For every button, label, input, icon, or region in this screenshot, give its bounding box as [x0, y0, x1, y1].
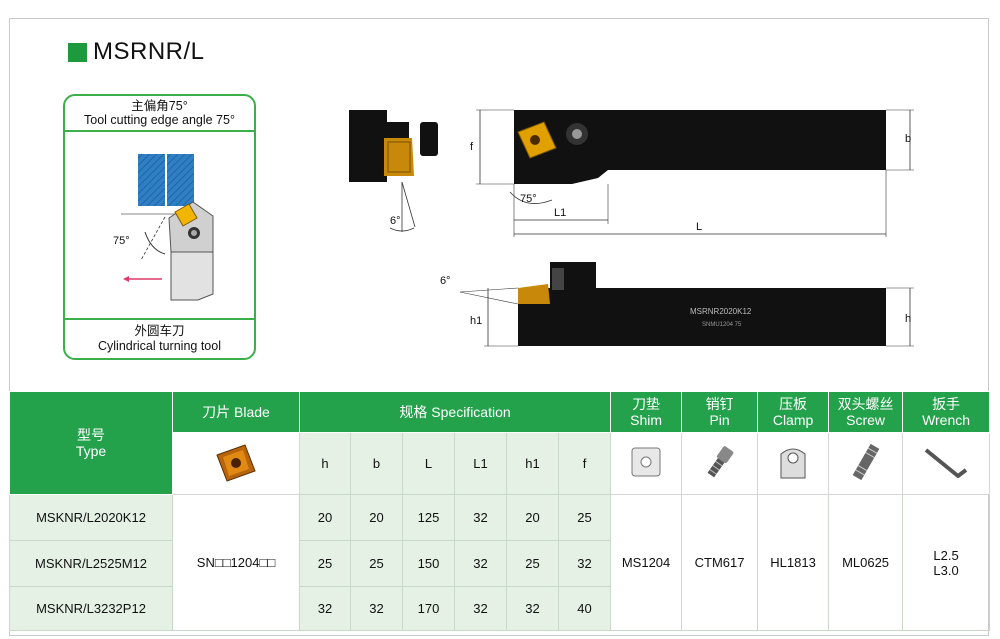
product-title-text: MSRNR/L — [93, 38, 205, 65]
side-view-angle: 6° — [440, 275, 451, 287]
dim-f: f — [470, 141, 474, 153]
dim-h: h — [905, 313, 911, 325]
wrench-code: L2.5 L3.0 — [902, 494, 991, 631]
row-2-L1: 32 — [454, 540, 507, 587]
row-1-f: 25 — [557, 494, 612, 541]
row-3-L1: 32 — [454, 586, 507, 631]
tool-type-cn: 外圆车刀 — [134, 324, 185, 338]
dim-h1: h1 — [470, 315, 482, 327]
spec-col-L1: L1 — [454, 432, 507, 495]
row-2-f: 32 — [557, 540, 612, 587]
row-2-b: 25 — [350, 540, 403, 587]
shim-icon — [610, 432, 683, 495]
row-2-L: 150 — [402, 540, 455, 587]
pin-icon — [681, 432, 759, 495]
title-marker — [68, 42, 87, 62]
row-3-L: 170 — [402, 586, 455, 631]
side-view: MSRNR2020K12 SNMU1204 75 6° h1 h — [440, 262, 914, 347]
holder-shank-icon — [170, 251, 214, 301]
end-view-angle: 6° — [390, 215, 401, 227]
type-row-2: MSKNR/L2525M12 — [9, 540, 173, 587]
end-view: 6° — [349, 110, 438, 232]
clamp-code: HL1813 — [757, 494, 830, 631]
angle-caption-en: Tool cutting edge angle 75° — [84, 113, 235, 127]
header-blade: 刀片 Blade — [172, 391, 300, 433]
angle-caption-cn: 主偏角75° — [131, 99, 188, 113]
row-3-h: 32 — [299, 586, 351, 631]
row-1-h: 20 — [299, 494, 351, 541]
row-1-h1: 20 — [506, 494, 559, 541]
header-type: 型号 Type — [9, 391, 173, 495]
row-1-b: 20 — [350, 494, 403, 541]
screw-code: ML0625 — [828, 494, 904, 631]
dim-b: b — [905, 133, 911, 145]
wrench-icon — [902, 432, 991, 495]
pin-code: CTM617 — [681, 494, 759, 631]
row-3-h1: 32 — [506, 586, 559, 631]
insert-icon — [174, 203, 198, 227]
spec-col-h1: h1 — [506, 432, 559, 495]
top-view-angle: 75° — [520, 193, 537, 205]
blade-code: SN□□1204□□ — [172, 494, 300, 631]
screw-icon — [828, 432, 904, 495]
angle-card: 主偏角75° Tool cutting edge angle 75° 75° 外… — [63, 94, 256, 360]
spec-col-h: h — [299, 432, 351, 495]
type-row-1: MSKNR/L2020K12 — [9, 494, 173, 541]
blade-insert-icon — [172, 432, 300, 495]
clamp-icon — [757, 432, 830, 495]
row-2-h1: 25 — [506, 540, 559, 587]
spec-col-L: L — [402, 432, 455, 495]
technical-drawing: 6° f b L1 L 75° MSRNR2020K12 SNMU1204 — [349, 109, 914, 347]
row-2-h: 25 — [299, 540, 351, 587]
type-row-3: MSKNR/L3232P12 — [9, 586, 173, 631]
angle-label: 75° — [113, 235, 130, 247]
spec-col-f: f — [557, 432, 612, 495]
row-3-f: 40 — [557, 586, 612, 631]
angle-card-footer: 外圆车刀 Cylindrical turning tool — [65, 318, 254, 358]
engraving-main: MSRNR2020K12 — [690, 307, 752, 316]
engraving-sub: SNMU1204 75 — [702, 322, 742, 328]
angle-card-header: 主偏角75° Tool cutting edge angle 75° — [65, 96, 254, 132]
row-1-L1: 32 — [454, 494, 507, 541]
spec-col-b: b — [350, 432, 403, 495]
top-view: f b L1 L 75° — [470, 109, 914, 237]
dim-L: L — [696, 221, 702, 233]
dim-L1: L1 — [554, 207, 566, 219]
cutting-angle-diagram: 75° — [113, 154, 214, 301]
product-title: MSRNR/L — [68, 38, 205, 66]
row-1-L: 125 — [402, 494, 455, 541]
tool-type-en: Cylindrical turning tool — [98, 339, 221, 353]
header-specification: 规格 Specification — [298, 391, 612, 433]
shim-code: MS1204 — [610, 494, 683, 631]
row-3-b: 32 — [350, 586, 403, 631]
